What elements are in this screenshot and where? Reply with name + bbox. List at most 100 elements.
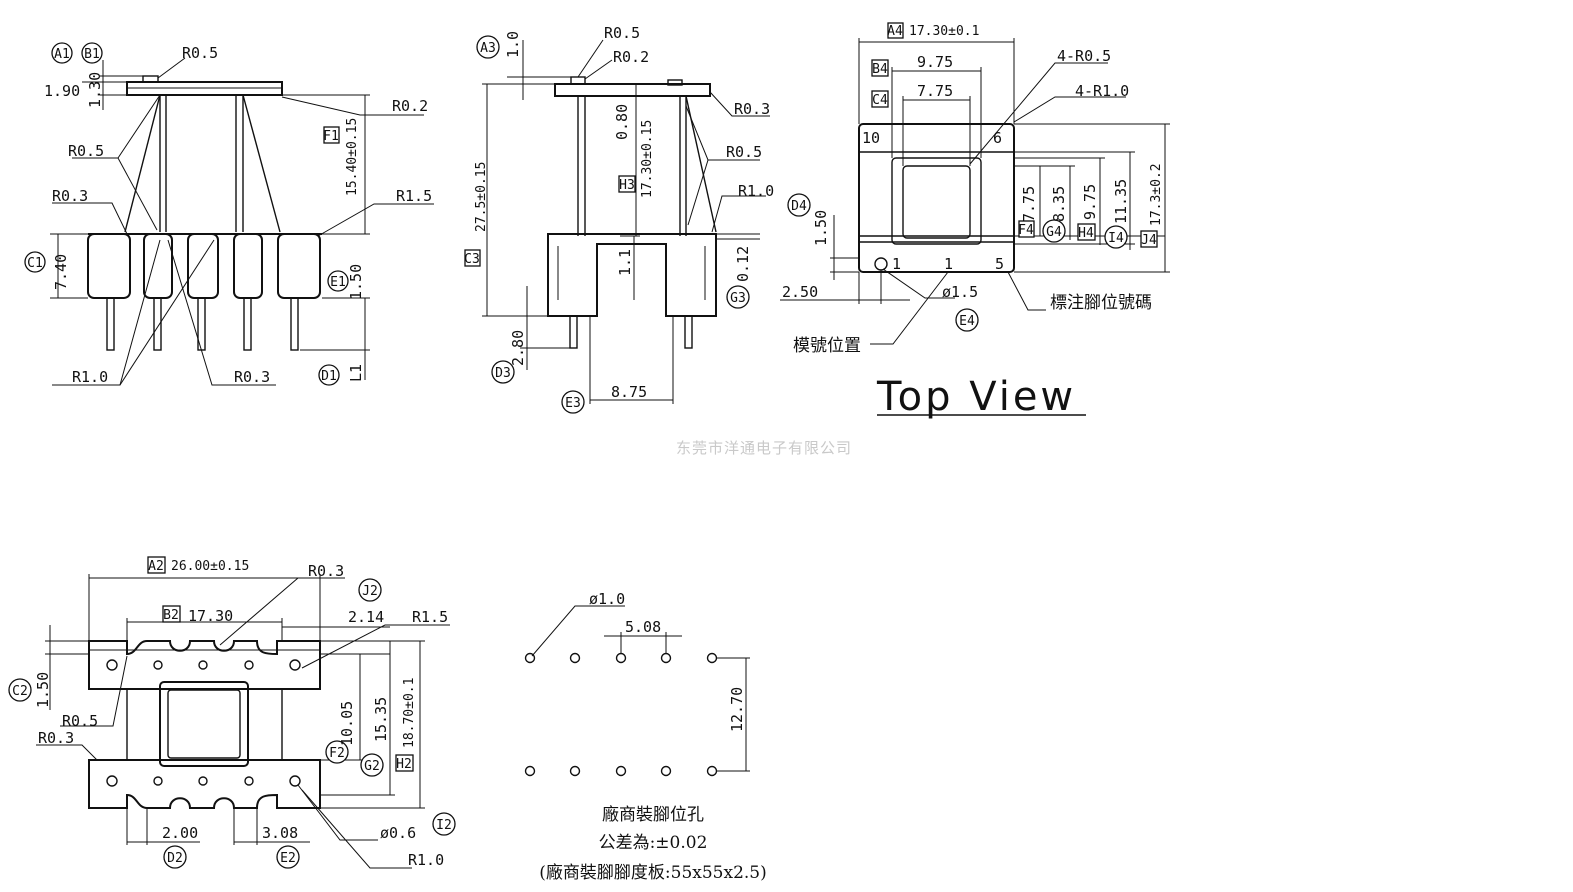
tag-a4-label: A4 xyxy=(887,24,903,39)
tag-d4 xyxy=(787,193,811,217)
top-core-window xyxy=(891,157,982,245)
tag-g2 xyxy=(360,753,384,777)
tag-d1 xyxy=(318,364,340,386)
top-pin-10: 10 xyxy=(862,129,880,147)
tag-g4-label: G4 xyxy=(1046,225,1062,240)
top-pin-1-marker xyxy=(874,257,888,271)
tag-h2 xyxy=(395,754,414,772)
top-view-title: Top View xyxy=(876,374,1076,420)
bottom-dim-a2: 26.00±0.15 xyxy=(171,559,249,574)
tag-i2 xyxy=(432,812,456,836)
pcb-dim-pitch: 5.08 xyxy=(625,618,661,636)
tag-a1-label: A1 xyxy=(54,47,70,62)
bottom-dim-b2: 17.30 xyxy=(188,607,233,625)
tag-j2 xyxy=(358,578,382,602)
side-view: A3 C3 H3 G3 D3 E3 1.0 R0.5 R0.2 R0.3 0.8… xyxy=(464,24,774,414)
front-view: A1 B1 C1 E1 F1 D1 R0.5 1.90 1.30 R0.2 15… xyxy=(24,42,434,386)
top-view: 10 6 1 1 5 A4 B4 C4 D4 E4 F4 G4 H4 I4 J4… xyxy=(780,22,1170,420)
tag-c3 xyxy=(464,249,481,267)
front-pin xyxy=(243,297,252,351)
bottom-pin-hole xyxy=(153,660,163,670)
tag-b4 xyxy=(871,59,889,77)
front-pin-housing-4 xyxy=(233,233,263,299)
tag-b4-label: B4 xyxy=(872,62,888,77)
top-dim-i4: 11.35 xyxy=(1112,179,1130,224)
front-dim-r03-bot: R0.3 xyxy=(234,368,270,386)
tag-c1-label: C1 xyxy=(27,256,43,271)
tag-c4-label: C4 xyxy=(872,93,888,108)
front-pin-housing-5 xyxy=(277,233,321,299)
top-note-pin-label: 標注腳位號碼 xyxy=(1050,293,1152,313)
tag-c4 xyxy=(871,90,889,108)
tag-b2-label: B2 xyxy=(163,608,179,623)
pcb-hole xyxy=(660,652,672,664)
tag-f4 xyxy=(1018,220,1035,238)
bottom-view: A2 B2 C2 D2 E2 F2 G2 H2 I2 J2 26.00±0.15… xyxy=(8,556,456,869)
tag-i4 xyxy=(1104,225,1128,249)
tag-d2 xyxy=(163,845,187,869)
tag-a3 xyxy=(476,35,500,59)
pcb-note-line1: 廠商裝腳位孔 xyxy=(602,804,704,825)
tag-d3 xyxy=(491,360,515,384)
front-pin-housing-2 xyxy=(143,233,173,299)
top-pin-1b: 1 xyxy=(944,255,953,273)
front-dim-f1: 15.40±0.15 xyxy=(345,118,360,196)
side-dim-d3: 2.80 xyxy=(509,330,527,366)
top-dim-e4: ø1.5 xyxy=(942,283,978,301)
bottom-dim-r05: R0.5 xyxy=(62,712,98,730)
side-dim-r10: R1.0 xyxy=(738,182,774,200)
side-dim-r02: R0.2 xyxy=(613,48,649,66)
tag-h3 xyxy=(618,175,636,193)
top-dim-c4: 7.75 xyxy=(917,82,953,100)
tag-d1-label: D1 xyxy=(321,369,337,384)
side-base xyxy=(547,233,717,317)
tag-g3-label: G3 xyxy=(730,291,746,306)
tag-e1 xyxy=(327,270,349,292)
front-pin-housing-1 xyxy=(87,233,131,299)
tag-c3-label: C3 xyxy=(464,252,480,267)
top-note-model-position: 模號位置 xyxy=(793,336,861,356)
tag-a3-label: A3 xyxy=(480,41,496,56)
top-dim-a4: 17.30±0.1 xyxy=(909,24,979,39)
top-dim-b4: 9.75 xyxy=(917,53,953,71)
side-dim-11: 1.1 xyxy=(616,249,634,276)
side-top-flange xyxy=(554,83,711,97)
top-dim-d4: 1.50 xyxy=(812,210,830,246)
pcb-hole xyxy=(660,765,672,777)
tag-j4-label: J4 xyxy=(1141,233,1157,248)
tag-a2-label: A2 xyxy=(148,559,164,574)
side-dim-r05-top: R0.5 xyxy=(604,24,640,42)
bottom-dim-j2: 2.14 xyxy=(348,608,384,626)
pcb-hole xyxy=(615,652,627,664)
bottom-lower-flange xyxy=(88,759,321,809)
pcb-hole xyxy=(615,765,627,777)
tag-j4 xyxy=(1140,230,1158,248)
bottom-pin-hole xyxy=(106,659,118,671)
bottom-pin-hole xyxy=(244,660,254,670)
front-pin xyxy=(153,297,162,351)
bottom-dim-r03-left: R0.3 xyxy=(38,729,74,747)
tag-d2-label: D2 xyxy=(167,851,183,866)
pcb-hole xyxy=(706,652,718,664)
front-dim-d1: L1 xyxy=(347,364,365,382)
tag-f4-label: F4 xyxy=(1018,223,1034,238)
tag-d3-label: D3 xyxy=(495,366,511,381)
pcb-note-line3: (廠商裝腳腳度板:55x55x2.5) xyxy=(539,862,766,883)
front-dim-190: 1.90 xyxy=(44,82,80,100)
top-dim-4-r10: 4-R1.0 xyxy=(1075,82,1129,100)
top-pin-5: 5 xyxy=(995,255,1004,273)
top-outline xyxy=(858,123,1015,273)
bottom-pin-hole xyxy=(289,775,301,787)
tag-f2 xyxy=(325,740,349,764)
front-pin xyxy=(290,297,299,351)
side-dim-g3: 0.12 xyxy=(734,246,752,282)
tag-j2-label: J2 xyxy=(362,584,378,599)
tag-i2-label: I2 xyxy=(436,818,452,833)
tag-h2-label: H2 xyxy=(396,757,412,772)
tag-e2 xyxy=(276,845,300,869)
tag-g3 xyxy=(726,285,750,309)
bottom-pin-hole xyxy=(153,776,163,786)
bottom-dim-r15: R1.5 xyxy=(412,608,448,626)
tag-e3 xyxy=(561,390,585,414)
tag-f1 xyxy=(323,126,340,144)
